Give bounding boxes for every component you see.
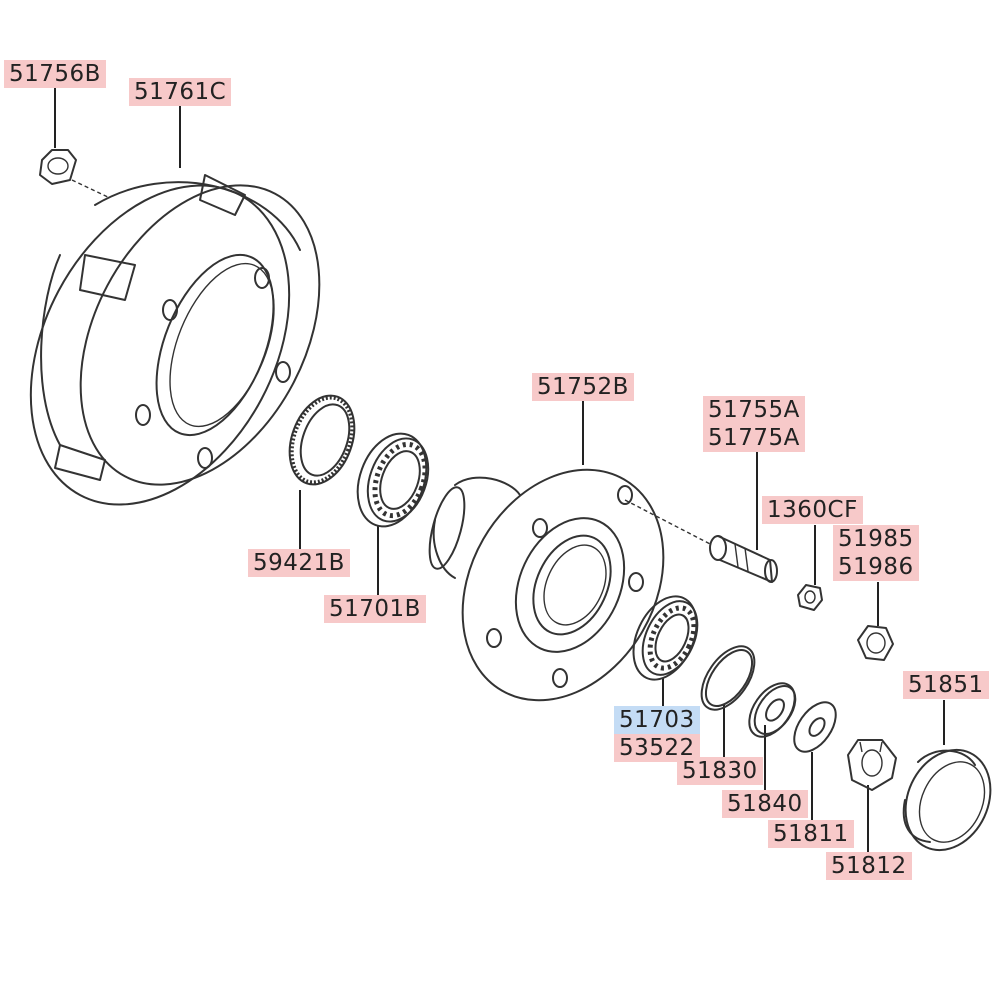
callout-51752B: 51752B: [532, 373, 634, 401]
callout-51986: 51986: [833, 553, 919, 581]
callout-51701B: 51701B: [324, 595, 426, 623]
tone-wheel-ring-icon: [288, 394, 356, 486]
washer-icon: [748, 682, 797, 738]
small-nut-icon: [797, 584, 823, 611]
outer-bearing-icon: [356, 432, 430, 528]
thrust-washer-icon: [793, 701, 837, 753]
callout-51755A: 51755A: [703, 396, 805, 426]
callout-51703: 51703: [614, 706, 700, 736]
callout-51985: 51985: [833, 525, 919, 555]
callout-51851: 51851: [903, 671, 989, 699]
callout-51761C: 51761C: [129, 78, 232, 106]
callout-59421B: 59421B: [248, 549, 350, 577]
callout-51811: 51811: [768, 820, 854, 848]
leader-lines: [54, 88, 945, 852]
nut-icon: [39, 149, 77, 185]
hub-cap-icon: [902, 748, 992, 852]
inner-bearing-icon: [632, 595, 699, 681]
callout-53522: 53522: [614, 734, 700, 762]
lug-nut-icon: [857, 625, 894, 661]
callout-51812: 51812: [826, 852, 912, 880]
wheel-hub-icon: [428, 468, 665, 702]
callout-1360CF: 1360CF: [762, 496, 863, 524]
o-ring-icon: [700, 645, 756, 711]
callout-51840: 51840: [722, 790, 808, 818]
wheel-bolt-icon: [709, 535, 778, 583]
callout-51775A: 51775A: [703, 424, 805, 452]
brake-drum-icon: [29, 174, 321, 506]
castle-nut-icon: [847, 739, 897, 791]
callout-51756B: 51756B: [4, 60, 106, 88]
callout-51830: 51830: [677, 757, 763, 785]
